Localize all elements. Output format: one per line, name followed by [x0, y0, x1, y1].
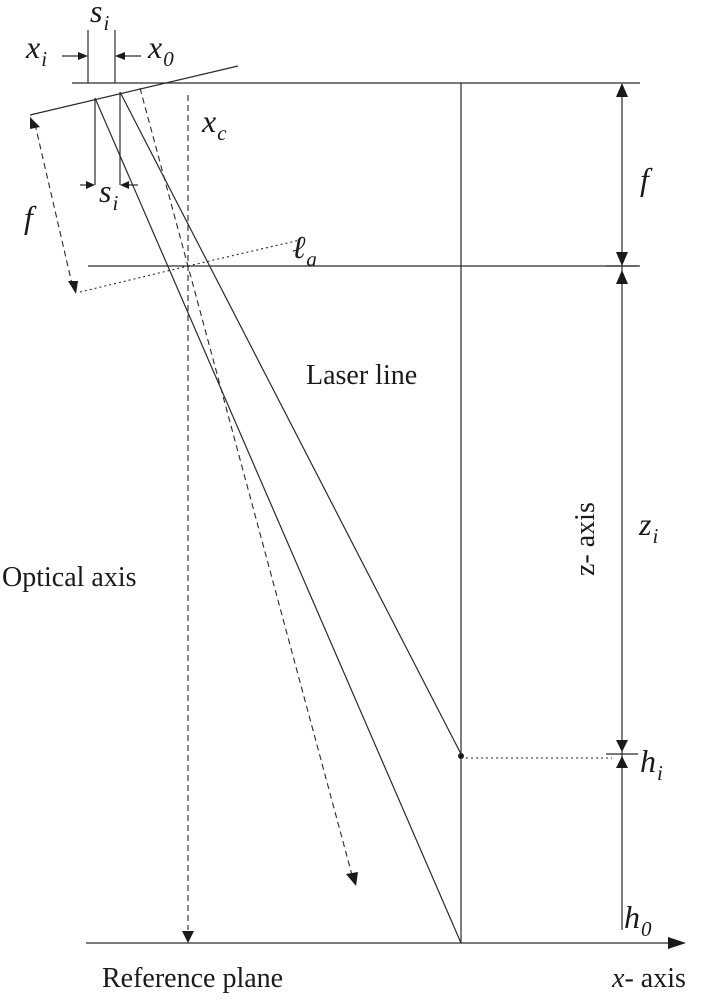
- label-si-mid: si: [99, 173, 118, 215]
- f-dim-left-arrowhead-top: [30, 117, 40, 129]
- tilted-axis-arrowhead: [346, 872, 358, 886]
- label-x-axis: x- axis: [611, 963, 686, 994]
- label-x0: x0: [147, 29, 174, 71]
- x0-arrowhead: [115, 52, 125, 60]
- ray-to-laser-point: [119, 91, 462, 755]
- lens-to-f-dotted: [79, 265, 189, 293]
- label-reference-plane: Reference plane: [102, 963, 283, 994]
- tilted-sensor-line: [29, 65, 239, 116]
- z-dim-arrow-bottom: [616, 740, 628, 752]
- label-h0: h0: [624, 899, 652, 941]
- label-f-right: f: [640, 161, 653, 197]
- si-mid-arrowhead-right: [120, 181, 129, 189]
- label-xi: xi: [25, 29, 47, 71]
- label-hi: hi: [640, 743, 663, 785]
- label-z-axis: z- axis: [570, 502, 601, 576]
- f-dim-left-arrowhead-bottom: [68, 281, 78, 294]
- laser-point: [458, 753, 464, 759]
- label-xc: xc: [201, 103, 227, 145]
- x-axis-arrowhead: [668, 937, 686, 949]
- label-si-top: si: [90, 0, 109, 35]
- f-dim-arrow-top: [616, 83, 628, 97]
- tilted-camera-axis: [139, 87, 353, 876]
- h-dim-arrow-top: [616, 756, 628, 768]
- label-zi: zi: [638, 506, 658, 548]
- f-dim-arrow-bottom: [616, 252, 628, 266]
- label-optical-axis: Optical axis: [2, 562, 137, 593]
- ray-to-reference-point: [94, 97, 462, 944]
- label-f-left: f: [24, 199, 37, 235]
- la-dotted-line: [187, 239, 301, 267]
- label-la: ℓa: [292, 229, 317, 271]
- si-mid-arrowhead-left: [86, 181, 95, 189]
- label-laser-line: Laser line: [306, 360, 417, 391]
- optical-axis-arrowhead: [182, 931, 194, 943]
- xi-arrowhead: [78, 52, 88, 60]
- f-dim-dashed-left: [34, 123, 73, 285]
- z-dim-arrow-top: [616, 270, 628, 284]
